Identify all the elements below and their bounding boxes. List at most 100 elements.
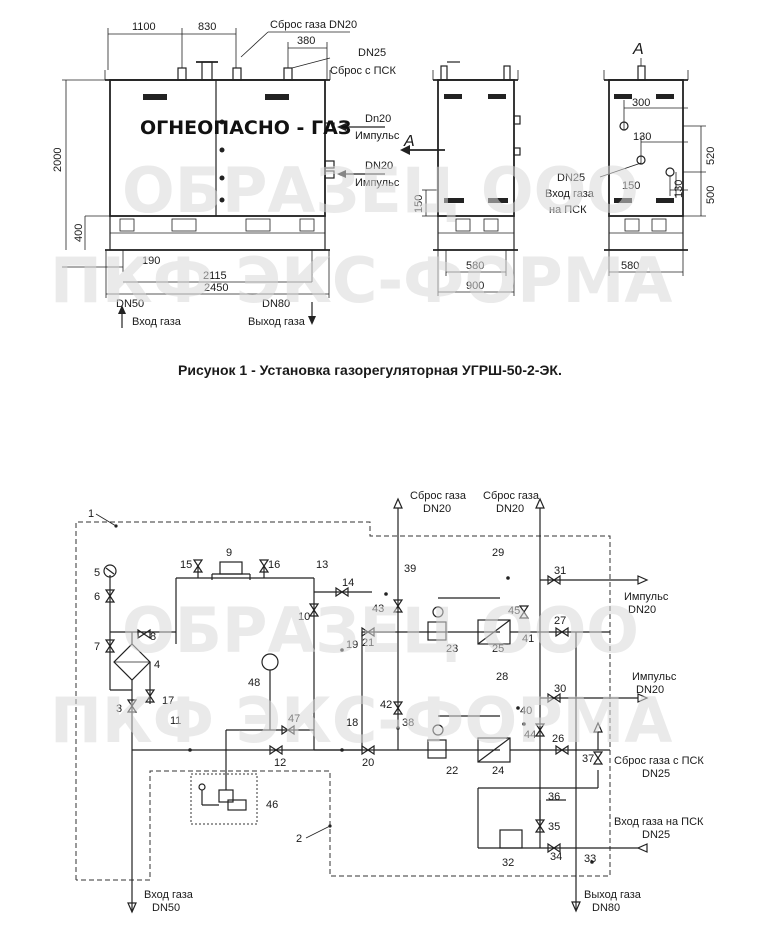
watermark-line-2-top: ПКФ ЭКС-ФОРМА (50, 244, 672, 317)
callout-20: 20 (362, 757, 374, 769)
label-psk-inlet-1: Вход газа (545, 188, 595, 200)
label-dn25: DN25 (358, 47, 386, 59)
callout-12: 12 (274, 757, 286, 769)
label-dn50: DN50 (116, 298, 144, 310)
callout-41: 41 (522, 633, 534, 645)
figure-caption: Рисунок 1 - Установка газорегуляторная У… (178, 362, 562, 378)
dim-400: 400 (73, 224, 85, 242)
right-label-3-l2: DN25 (642, 768, 670, 780)
dim-300: 300 (632, 97, 650, 109)
callout-27: 27 (554, 615, 566, 627)
bottom-label-inlet-l2: DN50 (152, 902, 180, 914)
callout-7: 7 (94, 641, 100, 653)
watermark-line-1-top: ОБРАЗЕЦ ООО (122, 154, 639, 227)
front-view: 1100 830 380 Сброс газа DN20 DN25 Сброс … (52, 19, 445, 328)
label-view-a-front: А (403, 133, 415, 150)
callout-22: 22 (446, 765, 458, 777)
dim-150-rear: 150 (622, 180, 640, 192)
label-gas-outlet: Выход газа (248, 316, 306, 328)
callout-28: 28 (496, 671, 508, 683)
callout-40: 40 (520, 705, 532, 717)
label-psk-inlet-2: на ПСК (549, 204, 587, 216)
side-view: 150 580 900 (413, 61, 521, 296)
callout-31: 31 (554, 565, 566, 577)
label-impulse-1: Импульс (355, 130, 400, 142)
callout-15: 15 (180, 559, 192, 571)
dim-1100: 1100 (132, 21, 156, 33)
rear-view: А 300 130 150 520 500 130 580 (545, 41, 717, 276)
callout-33: 33 (584, 853, 596, 865)
callout-34: 34 (550, 851, 562, 863)
watermark: ОБРАЗЕЦ ООО ПКФ ЭКС-ФОРМА ОБРАЗЕЦ ООО ПК… (50, 154, 672, 757)
dim-580-side: 580 (466, 260, 484, 272)
right-label-4-l1: Вход газа на ПСК (614, 816, 704, 828)
right-label-3-l1: Сброс газа с ПСК (614, 755, 704, 767)
gas-schematic (75, 497, 649, 914)
callout-5: 5 (94, 567, 100, 579)
watermark-line-1-bottom: ОБРАЗЕЦ ООО (122, 594, 639, 667)
label-discharge-psk: Сброс с ПСК (330, 65, 396, 77)
callout-29: 29 (492, 547, 504, 559)
label-dn20-impulse-1: Dn20 (365, 113, 391, 125)
callout-44: 44 (524, 729, 536, 741)
label-view-a-rear: А (632, 41, 644, 58)
dim-500: 500 (705, 186, 717, 204)
callout-30: 30 (554, 683, 566, 695)
bottom-label-outlet-l1: Выход газа (584, 889, 642, 901)
callout-4: 4 (154, 659, 160, 671)
callout-18: 18 (346, 717, 358, 729)
callout-45: 45 (508, 605, 520, 617)
callout-19: 19 (346, 639, 358, 651)
bottom-label-inlet-l1: Вход газа (144, 889, 194, 901)
dim-900: 900 (466, 280, 484, 292)
top-label-2-l2: DN20 (496, 503, 524, 515)
callout-39: 39 (404, 563, 416, 575)
dim-2115: 2115 (203, 270, 227, 282)
callout-32: 32 (502, 857, 514, 869)
right-label-1-l1: Импульс (624, 591, 669, 603)
callout-16: 16 (268, 559, 280, 571)
callout-37: 37 (582, 753, 594, 765)
callout-42: 42 (380, 699, 392, 711)
callout-2: 2 (296, 833, 302, 845)
label-impulse-2: Импульс (355, 177, 400, 189)
callout-46: 46 (266, 799, 278, 811)
callout-1: 1 (88, 508, 94, 520)
callout-26: 26 (552, 733, 564, 745)
callout-numbers: 1 2 3 4 5 6 7 8 9 10 11 12 13 14 15 16 1… (88, 508, 596, 869)
dim-2450: 2450 (204, 282, 228, 294)
callout-47: 47 (288, 713, 300, 725)
right-label-2-l1: Импульс (632, 671, 677, 683)
top-label-1-l1: Сброс газа (410, 490, 467, 502)
callout-8: 8 (150, 631, 156, 643)
callout-10: 10 (298, 611, 310, 623)
right-label-1-l2: DN20 (628, 604, 656, 616)
callout-14: 14 (342, 577, 354, 589)
callout-21: 21 (362, 637, 374, 649)
cabinet-warning-text: ОГНЕОПАСНО - ГАЗ (140, 117, 351, 139)
bottom-label-outlet-l2: DN80 (592, 902, 620, 914)
dim-2000: 2000 (52, 148, 64, 172)
dim-130-top: 130 (633, 131, 651, 143)
dim-580-rear: 580 (621, 260, 639, 272)
callout-23: 23 (446, 643, 458, 655)
label-dn80: DN80 (262, 298, 290, 310)
right-label-2-l2: DN20 (636, 684, 664, 696)
callout-25: 25 (492, 643, 504, 655)
dim-830: 830 (198, 21, 216, 33)
callout-3: 3 (116, 703, 122, 715)
top-label-2-l1: Сброс газа (483, 490, 540, 502)
label-dn20-impulse-2: DN20 (365, 160, 393, 172)
callout-17: 17 (162, 695, 174, 707)
watermark-line-2-bottom: ПКФ ЭКС-ФОРМА (50, 684, 672, 757)
dim-190: 190 (142, 255, 160, 267)
label-dn25-rear: DN25 (557, 172, 585, 184)
right-label-4-l2: DN25 (642, 829, 670, 841)
dim-520: 520 (705, 147, 717, 165)
callout-36: 36 (548, 791, 560, 803)
dim-380: 380 (297, 35, 315, 47)
callout-11: 11 (170, 715, 181, 727)
dim-150-side: 150 (413, 195, 425, 213)
callout-35: 35 (548, 821, 560, 833)
